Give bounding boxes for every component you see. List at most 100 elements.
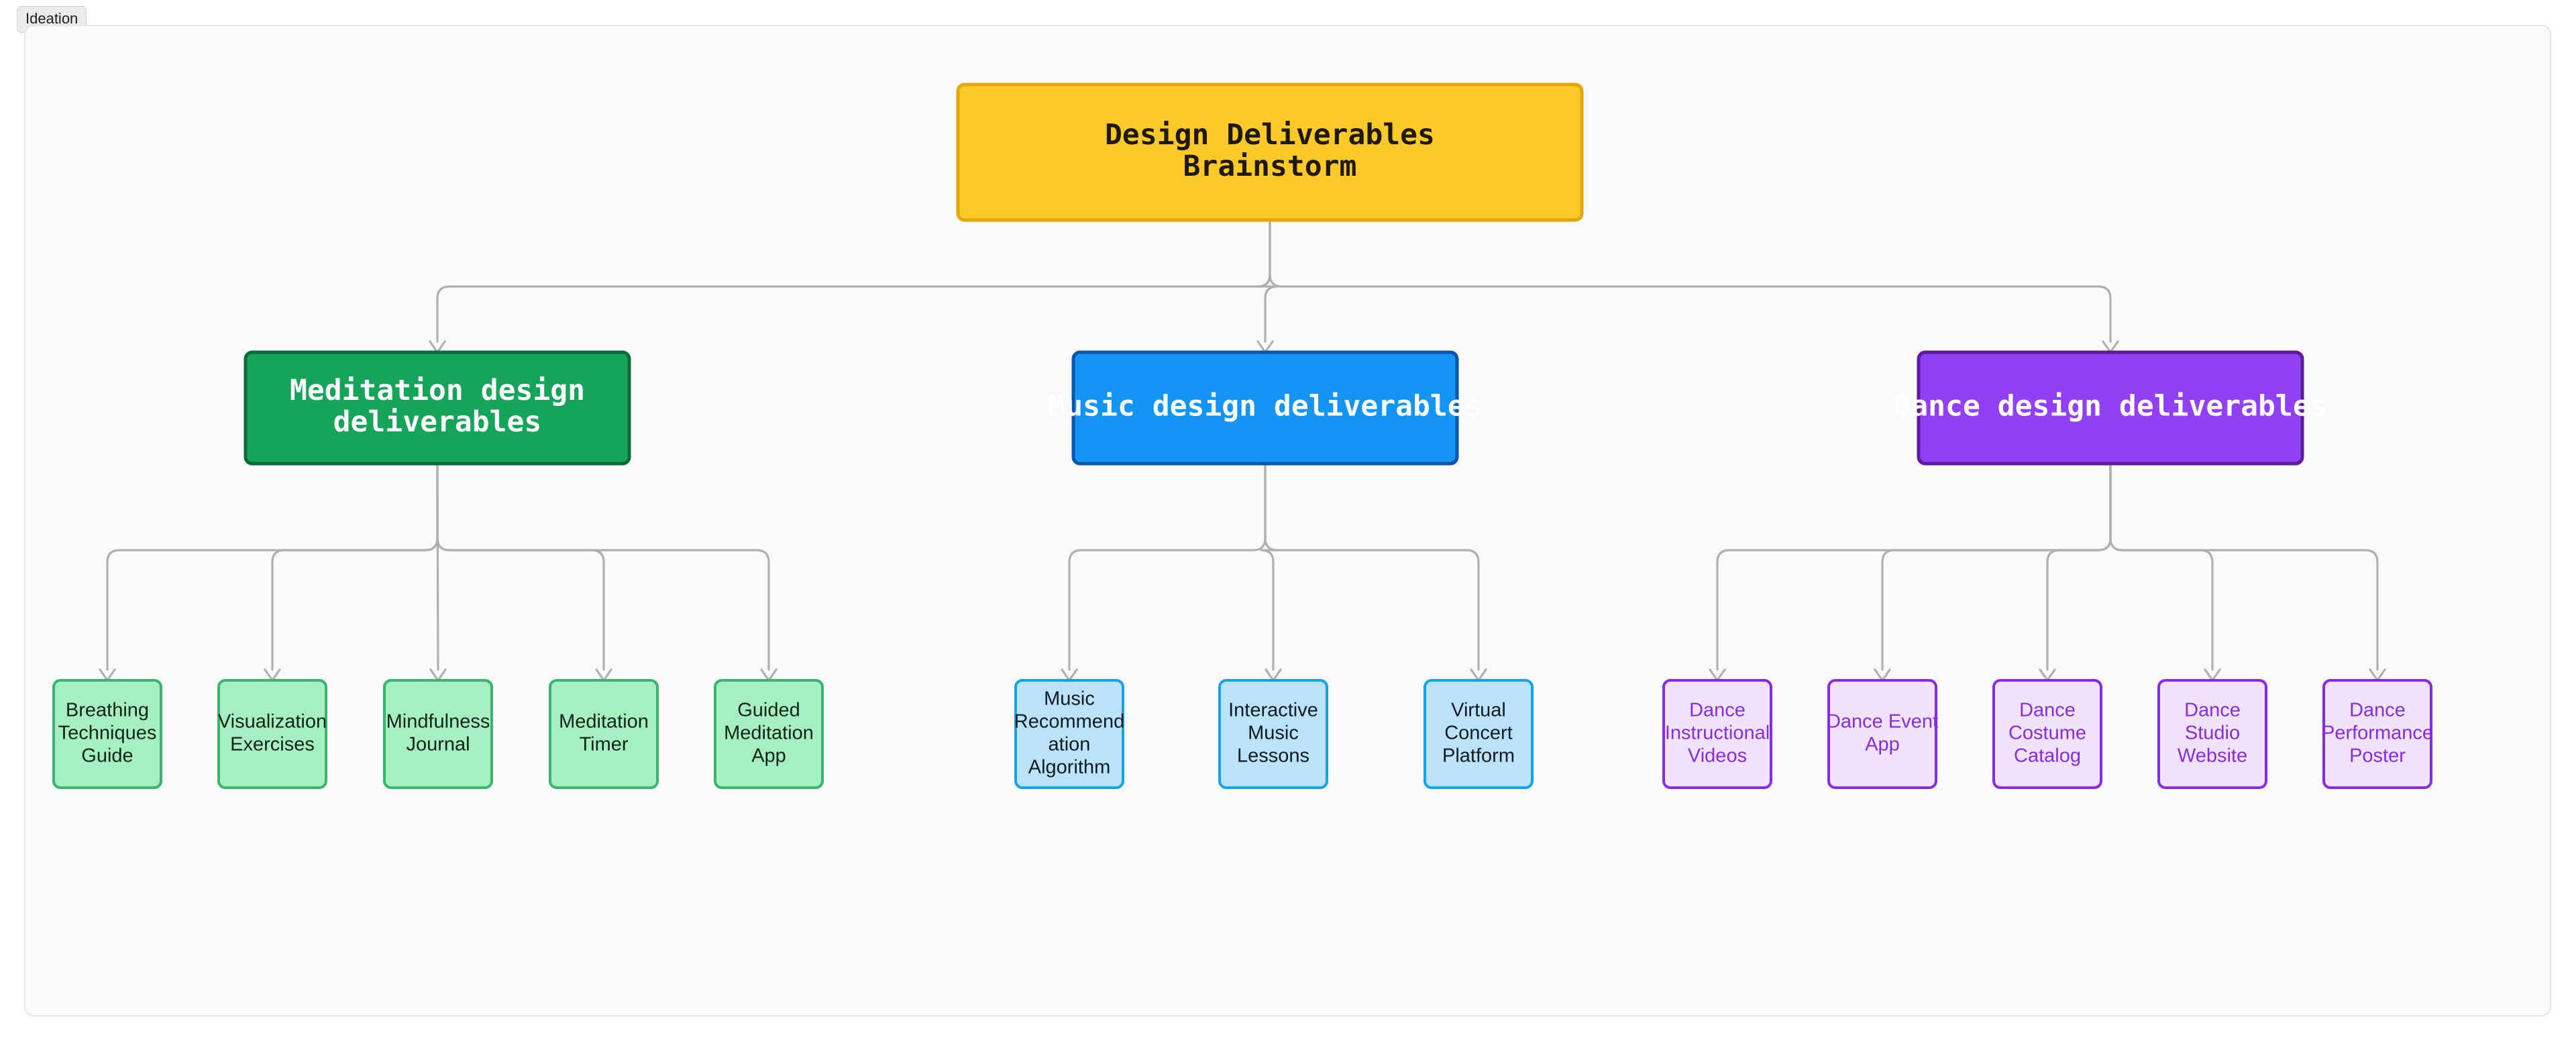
edge-arrowhead [595, 668, 612, 682]
node-dance-performance-poster-rect[interactable] [2322, 679, 2432, 789]
node-breathing-techniques-guide-label: Breathing [66, 700, 149, 721]
node-dance-event-app-label: Dance Event [1827, 711, 1938, 733]
edge-dance-to-dance-event-app [1881, 462, 2112, 671]
edge-dance-to-dance-costume-catalog [2046, 462, 2112, 671]
node-visualization-exercises-label: Exercises [230, 734, 315, 756]
node-meditation-timer-rect[interactable] [549, 679, 659, 789]
node-dance-costume-catalog-label: Catalog [2014, 745, 2081, 767]
node-breathing-techniques-guide-label: Guide [81, 745, 133, 767]
edge-music-to-virtual-concert-platform [1264, 462, 1480, 671]
node-dance-label: Dance design deliverables [1893, 390, 2327, 423]
node-dance-costume-catalog-rect[interactable] [1992, 679, 2102, 789]
edge-arrowhead [2039, 668, 2056, 682]
node-guided-meditation-app-label: Guided [737, 700, 800, 721]
node-meditation-rect[interactable] [244, 350, 631, 466]
node-dance-performance-poster-label: Dance [2349, 700, 2406, 721]
node-dance-costume-catalog-label: Costume [2008, 723, 2086, 744]
node-dance-studio-website-label: Website [2178, 745, 2247, 767]
node-dance-studio-website-rect[interactable] [2157, 679, 2267, 789]
edge-dance-to-dance-studio-website [2109, 462, 2214, 671]
node-dance-performance-poster-label: Performance [2322, 723, 2433, 744]
node-breathing-techniques-guide-rect[interactable] [52, 679, 162, 789]
node-music-recommendation-algorithm-label: Recommend [1014, 711, 1124, 733]
edge-arrowhead [1470, 668, 1487, 682]
node-interactive-music-lessons-rect[interactable] [1218, 679, 1328, 789]
node-root-rect[interactable] [956, 83, 1584, 222]
node-dance-instructional-videos-rect[interactable] [1662, 679, 1772, 789]
node-dance-event-app-label: App [1865, 734, 1900, 756]
edge-arrowhead [2369, 668, 2386, 682]
node-music-label: Music design deliverables [1048, 390, 1482, 423]
node-interactive-music-lessons-label: Interactive [1228, 700, 1318, 721]
node-visualization-exercises-label: Visualization [218, 711, 327, 733]
node-root-label: Design Deliverables [1105, 118, 1435, 152]
node-interactive-music-lessons-label: Music [1248, 723, 1299, 744]
node-dance-studio-website-label: Studio [2185, 723, 2240, 744]
edge-arrowhead [1709, 668, 1726, 682]
node-dance-event-app-rect[interactable] [1827, 679, 1937, 789]
node-dance-rect[interactable] [1917, 350, 2304, 466]
node-virtual-concert-platform-label: Concert [1444, 723, 1513, 744]
edge-arrowhead [1265, 668, 1282, 682]
edge-meditation-to-visualization-exercises [271, 462, 439, 671]
node-mindfulness-journal-rect[interactable] [383, 679, 493, 789]
node-music-recommendation-algorithm-label: Algorithm [1028, 757, 1111, 778]
node-dance-instructional-videos-label: Videos [1688, 745, 1747, 767]
node-music-recommendation-algorithm-label: ation [1049, 734, 1091, 756]
node-music-recommendation-algorithm-label: Music [1044, 688, 1095, 710]
node-meditation-timer-label: Meditation [559, 711, 649, 733]
node-dance-studio-website-label: Dance [2184, 700, 2241, 721]
node-virtual-concert-platform-label: Virtual [1451, 700, 1506, 721]
node-virtual-concert-platform-label: Platform [1442, 745, 1515, 767]
node-guided-meditation-app-rect[interactable] [714, 679, 824, 789]
edge-meditation-to-guided-meditation-app [436, 462, 770, 671]
edge-dance-to-dance-performance-poster [2109, 462, 2379, 671]
edge-music-to-music-recommendation-algorithm [1068, 462, 1267, 671]
nodes-layer: Design DeliverablesBrainstormMeditation … [52, 83, 2433, 789]
node-root-label: Brainstorm [1183, 150, 1357, 183]
node-music-recommendation-algorithm-rect[interactable] [1014, 679, 1124, 789]
node-dance-instructional-videos-label: Dance [1689, 700, 1746, 721]
edge-root-to-dance [1269, 219, 2112, 343]
flowchart-svg: Design DeliverablesBrainstormMeditation … [52, 83, 2433, 789]
node-dance-instructional-videos-label: Instructional [1665, 723, 1770, 744]
node-guided-meditation-app-label: Meditation [724, 723, 814, 744]
edge-meditation-to-meditation-timer [436, 462, 605, 671]
edge-music-to-interactive-music-lessons [1260, 462, 1279, 671]
node-interactive-music-lessons-label: Lessons [1237, 745, 1309, 767]
node-meditation-timer-label: Timer [579, 734, 628, 756]
node-visualization-exercises-rect[interactable] [217, 679, 327, 789]
edge-root-to-meditation [436, 219, 1271, 343]
edge-arrowhead [99, 668, 116, 682]
node-mindfulness-journal-label: Journal [406, 734, 470, 756]
node-guided-meditation-app-label: App [751, 745, 786, 767]
node-virtual-concert-platform-rect[interactable] [1424, 679, 1534, 789]
node-dance-performance-poster-label: Poster [2349, 745, 2406, 767]
node-music-rect[interactable] [1071, 350, 1459, 466]
node-music[interactable]: Music design deliverables [1048, 350, 1483, 466]
edge-arrowhead [264, 668, 281, 682]
node-mindfulness-journal-label: Mindfulness [386, 711, 490, 733]
node-dance[interactable]: Dance design deliverables [1893, 350, 2328, 466]
edge-arrowhead [429, 668, 447, 682]
node-meditation-label: deliverables [333, 405, 542, 439]
node-dance-costume-catalog-label: Dance [2019, 700, 2076, 721]
edge-arrowhead [1061, 668, 1078, 682]
node-meditation-label: Meditation design [290, 374, 585, 407]
